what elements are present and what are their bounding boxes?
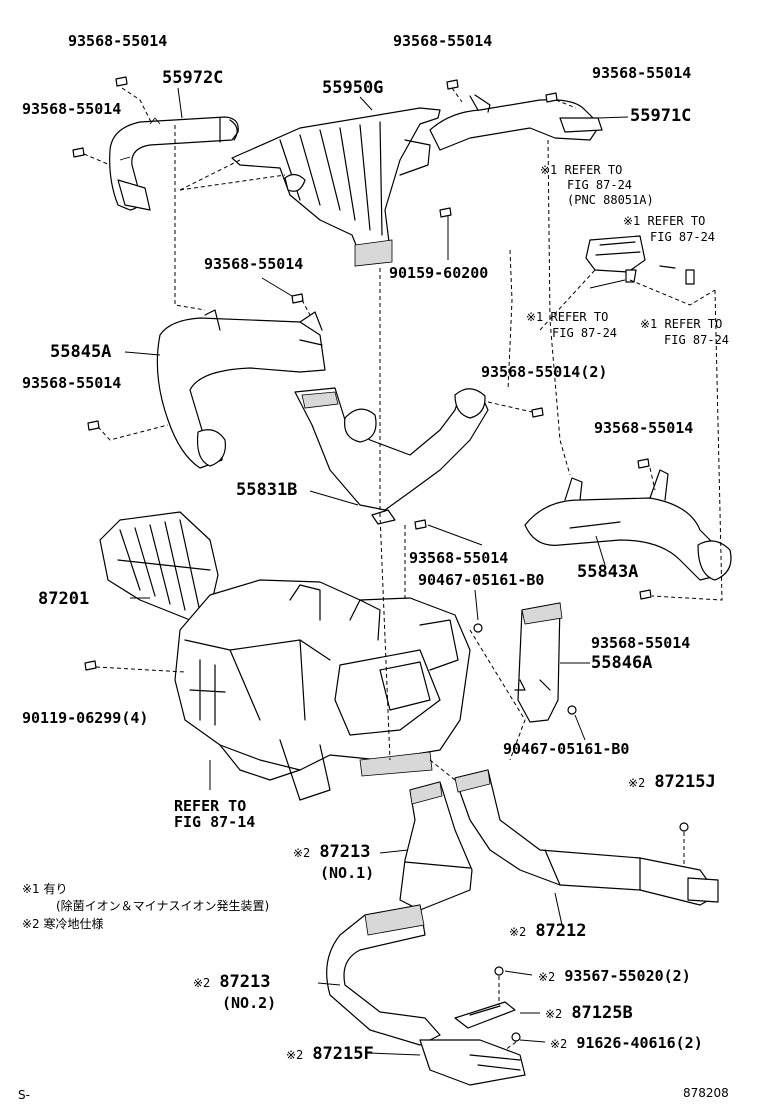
ref-note-3-line2: FIG 87-24 xyxy=(552,326,618,340)
ref-note-5-line1: REFER TO xyxy=(174,797,247,815)
label-90119-06299: 90119-06299(4) xyxy=(22,709,149,727)
ref-note-4-line2: FIG 87-24 xyxy=(664,333,730,347)
legend-note-2: ※2 寒冷地仕様 xyxy=(22,917,104,931)
mark-91626: ※2 xyxy=(550,1037,568,1051)
label-93567-55020: ※2 93567-55020(2) xyxy=(538,968,691,985)
label-93568-55014-2: 93568-55014(2) xyxy=(481,363,608,381)
label-93568-55014-left: 93568-55014 xyxy=(22,100,122,118)
duct-55831b xyxy=(294,387,489,525)
duct-55843a xyxy=(524,469,732,581)
label-93568-55014-55845a: 93568-55014 xyxy=(22,374,122,392)
label-93567-number: 93567-55020(2) xyxy=(564,967,691,985)
outlet-87215f xyxy=(419,1039,526,1086)
label-93568-55014-lower-right: 93568-55014 xyxy=(591,634,691,652)
label-87125b-number: 87125B xyxy=(571,1003,633,1023)
duct-87213-no1 xyxy=(399,781,473,911)
label-90467-05161-b0-a: 90467-05161-B0 xyxy=(418,571,545,589)
duct-55950g xyxy=(231,107,441,267)
leader-lines xyxy=(124,87,629,1056)
ref-note-1-line2: FIG 87-24 xyxy=(567,178,633,192)
label-55972c: 55972C xyxy=(162,68,224,88)
label-55843a: 55843A xyxy=(577,562,639,582)
ref-note-5-line2: FIG 87-14 xyxy=(174,813,256,831)
mark-87213-no2: ※2 xyxy=(193,976,211,990)
mark-87215f: ※2 xyxy=(286,1048,304,1062)
legend-note-2-text: 寒冷地仕様 xyxy=(43,917,104,931)
footer-left-code: S- xyxy=(18,1088,30,1102)
heater-unit-assembly xyxy=(174,579,471,801)
label-93568-55014-mid: 93568-55014 xyxy=(204,255,304,273)
label-87213-no1-number: 87213 xyxy=(319,842,371,862)
label-55831b: 55831B xyxy=(236,480,298,500)
ref-note-1-line3: (PNC 88051A) xyxy=(567,193,654,207)
label-87213-no2-sub: (NO.2) xyxy=(222,994,277,1012)
label-93568-55014-top-left: 93568-55014 xyxy=(68,32,168,50)
ref-note-2-line2: FIG 87-24 xyxy=(650,230,716,244)
label-90467-05161-b0-b: 90467-05161-B0 xyxy=(503,740,630,758)
label-93568-55014-lower-center: 93568-55014 xyxy=(409,549,509,567)
bracket-87125b xyxy=(454,1001,516,1029)
mark-87125b: ※2 xyxy=(545,1007,563,1021)
label-91626-number: 91626-40616(2) xyxy=(576,1034,703,1052)
dashed-guides xyxy=(83,87,723,1051)
label-87213-no1-sub: (NO.1) xyxy=(320,864,375,882)
label-87213-no2-number: 87213 xyxy=(219,972,271,992)
legend-note-2-mark: ※2 xyxy=(22,917,40,931)
label-90159-60200: 90159-60200 xyxy=(389,264,489,282)
duct-87212 xyxy=(454,769,719,906)
label-87213-no2: ※2 87213 xyxy=(193,973,271,992)
label-55845a: 55845A xyxy=(50,342,112,362)
ref-note-3-line1: ※1 REFER TO xyxy=(526,310,609,324)
mark-87213-no1: ※2 xyxy=(293,846,311,860)
duct-87213-no2 xyxy=(326,904,441,1046)
label-87201: 87201 xyxy=(38,589,90,609)
legend-note-1-detail: (除菌イオン＆マイナスイオン発生装置) xyxy=(56,899,270,913)
mark-93567: ※2 xyxy=(538,970,556,984)
ion-generator-module xyxy=(585,235,695,285)
duct-55845a xyxy=(156,309,326,469)
legend-note-1-text: 有り xyxy=(43,882,68,896)
mark-87215j: ※2 xyxy=(628,776,646,790)
label-87215j: ※2 87215J xyxy=(628,773,716,792)
duct-55846a xyxy=(514,602,563,723)
label-91626-40616: ※2 91626-40616(2) xyxy=(550,1035,703,1052)
label-93568-55014-top-right: 93568-55014 xyxy=(592,64,692,82)
label-93568-55014-right: 93568-55014 xyxy=(594,419,694,437)
ref-note-1-line1: ※1 REFER TO xyxy=(540,163,623,177)
legend-note-1: ※1 有り xyxy=(22,882,68,896)
label-87212: ※2 87212 xyxy=(509,922,587,941)
label-55971c: 55971C xyxy=(630,106,692,126)
label-87215f: ※2 87215F xyxy=(286,1045,374,1064)
legend-note-1-mark: ※1 xyxy=(22,882,40,896)
label-87215j-number: 87215J xyxy=(654,772,716,792)
ref-note-4-line1: ※1 REFER TO xyxy=(640,317,723,331)
duct-55972c xyxy=(109,116,239,211)
ref-note-2-line1: ※1 REFER TO xyxy=(623,214,706,228)
duct-55971c xyxy=(429,94,603,151)
label-93568-55014-top-center: 93568-55014 xyxy=(393,32,493,50)
part-87201-grille xyxy=(99,511,219,621)
label-55846a: 55846A xyxy=(591,653,653,673)
label-87213-no1: ※2 87213 xyxy=(293,843,371,862)
label-87215f-number: 87215F xyxy=(312,1044,374,1064)
label-55950g: 55950G xyxy=(322,78,384,98)
label-87125b: ※2 87125B xyxy=(545,1004,633,1023)
label-87212-number: 87212 xyxy=(535,921,587,941)
mark-87212: ※2 xyxy=(509,925,527,939)
footer-diagram-number: 878208 xyxy=(683,1086,729,1100)
